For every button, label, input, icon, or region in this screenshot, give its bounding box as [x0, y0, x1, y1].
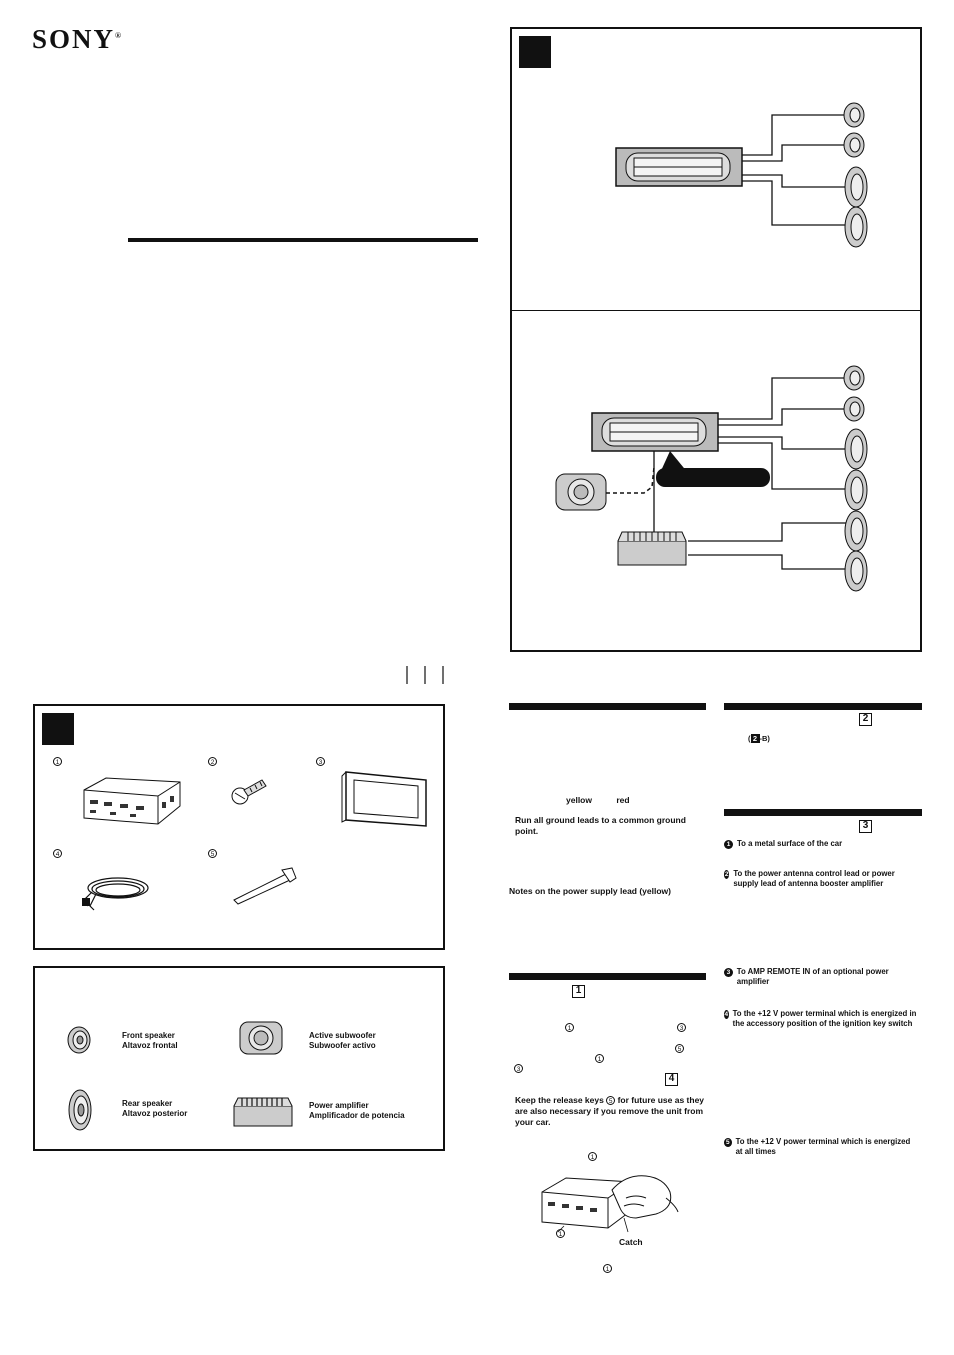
section-4-marker: 4 — [665, 1073, 678, 1086]
ref-circ-3a: 3 — [677, 1023, 686, 1032]
title-rule — [128, 238, 478, 242]
connection-diagram — [510, 27, 922, 652]
sony-logo: SONY® — [32, 24, 121, 54]
rear-speaker-icon — [68, 1089, 92, 1131]
parts-figure — [33, 704, 445, 950]
section-3-marker: 3 — [859, 820, 872, 833]
ref-circ-1e: 1 — [603, 1264, 612, 1273]
ref-circ-1c: 1 — [588, 1152, 597, 1161]
power-amplifier-icon — [233, 1097, 293, 1127]
connections-header-bar — [724, 809, 922, 816]
release-key-icon — [233, 867, 297, 905]
connection-diagram-badge — [519, 36, 551, 68]
ref-circ-1b: 1 — [595, 1054, 604, 1063]
ref-circ-3b: 3 — [514, 1064, 523, 1073]
model-bars-icon — [406, 666, 444, 684]
column2-header-bar — [724, 703, 922, 710]
power-supply-note: Notes on the power supply lead (yellow) — [509, 886, 671, 896]
ref-circ-5a: 5 — [675, 1044, 684, 1053]
section-1-marker: 1 — [572, 985, 585, 998]
section-2-marker: 2 — [859, 713, 872, 726]
frame-icon — [341, 771, 427, 827]
screw-icon — [231, 779, 267, 805]
cable-harness-icon — [82, 877, 149, 911]
part-label-3: 3 — [316, 757, 325, 766]
part-label-1: 1 — [53, 757, 62, 766]
ref-circ-1d: 1 — [556, 1229, 565, 1238]
ref-2b: (2-B) — [748, 734, 770, 743]
column1-header-bar — [509, 703, 706, 710]
diagram-divider — [512, 310, 920, 311]
legend-box — [33, 966, 445, 1151]
head-unit-a — [615, 147, 743, 187]
wire-colors-line: yellow red — [566, 795, 630, 805]
part-label-2: 2 — [208, 757, 217, 766]
catch-label: Catch — [619, 1237, 643, 1247]
mounting-sleeve-icon — [83, 777, 181, 825]
installation-header-bar — [509, 973, 706, 980]
sleeve-removal-illustration — [541, 1175, 679, 1233]
active-subwoofer-icon — [239, 1021, 283, 1055]
part-label-4: 4 — [53, 849, 62, 858]
head-unit-b — [591, 412, 719, 452]
release-keys-note: Keep the release keys 5 for future use a… — [515, 1095, 705, 1127]
ground-note: Run all ground leads to a common ground … — [515, 815, 686, 836]
ref-circ-1a: 1 — [565, 1023, 574, 1032]
part-label-5: 5 — [208, 849, 217, 858]
front-speaker-icon — [67, 1026, 91, 1054]
connection-wiring-drawing — [555, 102, 868, 592]
parts-figure-badge — [42, 713, 74, 745]
